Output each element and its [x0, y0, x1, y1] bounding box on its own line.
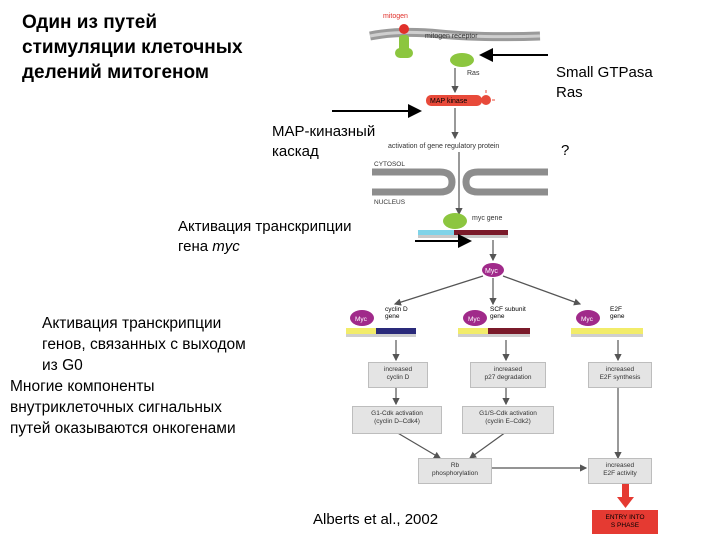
- fig-ras-label: Ras: [467, 70, 480, 77]
- svg-text:Myc: Myc: [355, 316, 368, 323]
- fig-scf-gene-label: SCF subunit gene: [490, 306, 526, 320]
- label-myc-activation: Активация транскрипции гена myc: [178, 217, 351, 257]
- box-increased-cyclin-d: increased cyclin D: [368, 362, 428, 388]
- slide-title: Один из путей стимуляции клеточных делен…: [22, 12, 243, 83]
- cyclin-d-gene-block: Myc: [346, 310, 416, 337]
- plasma-membrane: [369, 27, 541, 42]
- mitogen-receptor-icon: [395, 35, 413, 58]
- box-g1s-cdk-activation: G1/S-Cdk activation (cyclin E–Cdk2): [462, 406, 554, 434]
- label-myc-activation-line1: Активация транскрипции: [178, 218, 352, 235]
- label-small-gtpase: Small GTPasa Ras: [556, 64, 653, 101]
- e2f-gene-block: Myc: [571, 310, 643, 337]
- entry-red-arrow: [617, 484, 634, 508]
- box-entry-into-s-phase: ENTRY INTO S PHASE: [592, 510, 658, 534]
- nuclear-envelope: [372, 168, 548, 196]
- label-question: ?: [561, 142, 570, 159]
- fig-activation-label: activation of gene regulatory protein: [388, 143, 499, 150]
- label-oncogenes: Многие компоненты внутриклеточных сигнал…: [10, 378, 236, 437]
- ras-icon: [450, 53, 474, 67]
- box-g1-cdk-activation: G1-Cdk activation (cyclin D–Cdk4): [352, 406, 442, 434]
- scf-gene-block: Myc: [458, 310, 530, 337]
- label-map-cascade: MAP-киназный каскад: [272, 123, 376, 160]
- svg-text:Myc: Myc: [468, 316, 481, 323]
- fig-nucleus-label: NUCLEUS: [374, 199, 406, 206]
- citation: Alberts et al., 2002: [313, 511, 439, 528]
- myc-protein-icon: [482, 263, 504, 277]
- mitogen-icon: [399, 24, 409, 34]
- myc-gene-regulator-icon: [443, 213, 467, 229]
- box-increased-e2f-activity: increased E2F activity: [588, 458, 652, 484]
- myc-gene-dna: [418, 230, 508, 238]
- map-kinase-icon: [426, 90, 495, 106]
- svg-text:Myc: Myc: [581, 316, 594, 323]
- fig-cyclin-d-gene-label: cyclin D gene: [385, 306, 408, 320]
- fig-map-kinase-label: MAP kinase: [430, 98, 467, 105]
- label-g0-genes: Активация транскрипции генов, связанных …: [42, 315, 246, 374]
- fig-cytosol-label: CYTOSOL: [374, 161, 405, 168]
- fig-myc-label: Myc: [485, 268, 498, 275]
- box-increased-e2f-synthesis: increased E2F synthesis: [588, 362, 652, 388]
- fig-receptor-label: mitogen receptor: [425, 33, 478, 40]
- fig-e2f-gene-label: E2F gene: [610, 306, 625, 320]
- fig-myc-gene-label: myc gene: [472, 215, 502, 222]
- box-increased-p27: increased p27 degradation: [470, 362, 546, 388]
- label-myc-activation-line2: гена myc: [178, 238, 240, 255]
- fig-mitogen-label: mitogen: [383, 13, 408, 20]
- box-rb-phosphorylation: Rb phosphorylation: [418, 458, 492, 484]
